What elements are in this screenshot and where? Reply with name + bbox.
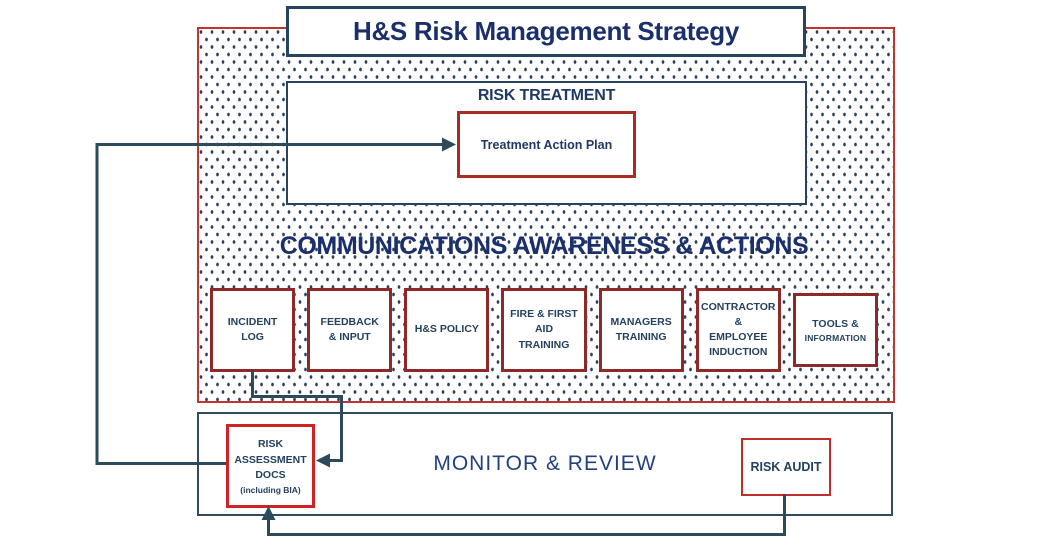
incident-log-box: INCIDENT LOG [210, 288, 296, 372]
communications-boxes-row: INCIDENT LOG FEEDBACK & INPUT H&S POLICY… [210, 288, 878, 372]
risk-treatment-section: RISK TREATMENT Treatment Action Plan [286, 81, 807, 205]
communications-heading: COMMUNICATIONS AWARENESS & ACTIONS [279, 232, 809, 260]
contractor-employee-induction-box: CONTRACTOR & EMPLOYEE INDUCTION [695, 288, 781, 372]
risk-assessment-docs-box: RISK ASSESSMENT DOCS (including BIA) [226, 424, 315, 508]
treatment-action-plan-label: Treatment Action Plan [480, 137, 613, 152]
fire-first-aid-training-box: FIRE & FIRST AID TRAINING [501, 288, 587, 372]
diagram-title: H&S Risk Management Strategy [352, 16, 740, 46]
monitor-review-heading: MONITOR & REVIEW [433, 452, 657, 475]
risk-assessment-docs-label: RISK ASSESSMENT DOCS [234, 437, 307, 482]
diagram-title-box: H&S Risk Management Strategy [286, 6, 806, 57]
tools-information-label: TOOLS & [812, 317, 859, 330]
contractor-employee-induction-label: CONTRACTOR & EMPLOYEE INDUCTION [701, 300, 776, 359]
incident-log-label: INCIDENT LOG [227, 315, 278, 343]
risk-treatment-heading: RISK TREATMENT [477, 87, 616, 104]
tools-information-sublabel: INFORMATION [804, 333, 867, 344]
hs-policy-label: H&S POLICY [414, 323, 479, 336]
managers-training-box: MANAGERS TRAINING [598, 288, 684, 372]
hs-policy-box: H&S POLICY [404, 288, 490, 372]
feedback-input-box: FEEDBACK & INPUT [307, 288, 393, 372]
monitor-review-section: MONITOR & REVIEW RISK ASSESSMENT DOCS (i… [197, 412, 893, 516]
risk-audit-label: RISK AUDIT [750, 460, 822, 474]
risk-audit-box: RISK AUDIT [741, 438, 831, 496]
managers-training-label: MANAGERS TRAINING [610, 315, 672, 343]
treatment-action-plan-box: Treatment Action Plan [457, 111, 636, 178]
fire-first-aid-training-label: FIRE & FIRST AID TRAINING [510, 308, 578, 351]
feedback-input-label: FEEDBACK & INPUT [320, 315, 379, 343]
tools-information-box: TOOLS & INFORMATION [792, 293, 878, 367]
risk-assessment-docs-note: (including BIA) [240, 485, 301, 496]
